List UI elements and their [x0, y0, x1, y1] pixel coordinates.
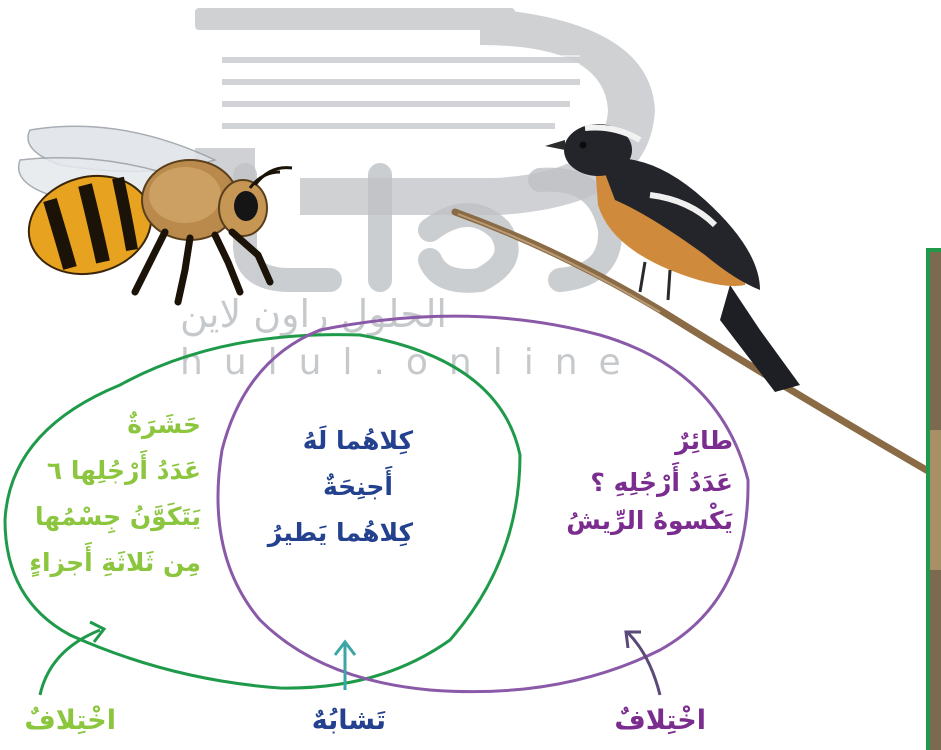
middle-line-1: كِلاهُما لَهُ [302, 426, 413, 455]
left-circle [3, 333, 522, 690]
right-set-text: طائِرٌ عَدَدُ أَرْجُلِهِ ؟ يَكْسوهُ الرِ… [566, 418, 733, 540]
middle-label: تَشابُهٌ [311, 705, 386, 736]
right-circle [216, 314, 750, 694]
watermark-latin: hulul.online [180, 342, 642, 383]
right-label: اخْتِلافٌ [614, 705, 706, 736]
middle-line-2: أَجنِحَةٌ [323, 472, 393, 501]
middle-line-3: كِلاهُما يَطيرُ [267, 518, 413, 547]
left-set-text: حَشَرَةٌ عَدَدُ أَرْجُلِها ٦ يَتَكَوَّنُ… [29, 402, 201, 586]
middle-set-text: كِلاهُما لَهُ أَجنِحَةٌ كِلاهُما يَطيرُ [268, 418, 413, 556]
left-line-4: مِن ثَلاثَةِ أَجزاءٍ [29, 548, 201, 577]
right-line-2: عَدَدُ أَرْجُلِهِ ؟ [590, 468, 733, 497]
left-line-3: يَتَكَوَّنُ جِسْمُها [35, 502, 201, 531]
left-line-2: عَدَدُ أَرْجُلِها ٦ [46, 456, 201, 485]
right-line-3: يَكْسوهُ الرِّيشُ [566, 506, 733, 535]
left-label: اخْتِلافٌ [24, 705, 116, 736]
right-line-1: طائِرٌ [675, 426, 733, 455]
left-line-1: حَشَرَةٌ [127, 410, 201, 439]
watermark-arabic: الحلول راون لاين [180, 292, 447, 336]
right-arrow [626, 631, 662, 696]
left-arrow [38, 628, 101, 696]
